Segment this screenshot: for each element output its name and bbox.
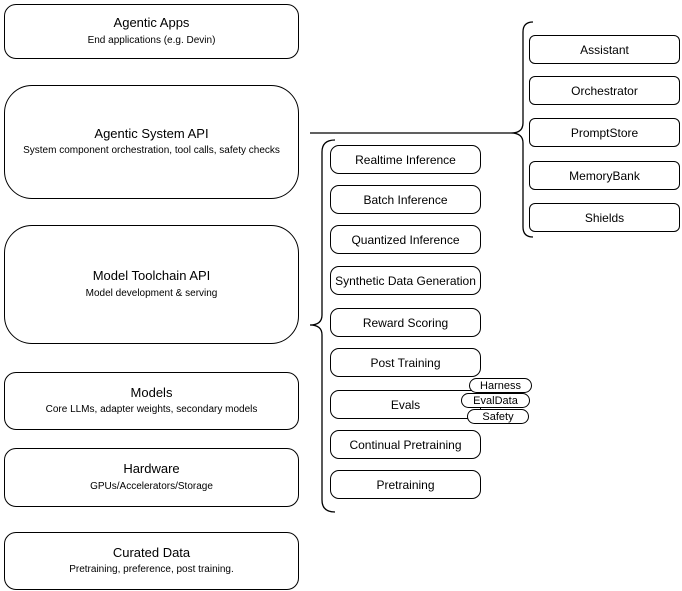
tag-safety: Safety [467, 409, 529, 424]
tag-harness: Harness [469, 378, 532, 393]
box-agentic-system-api: Agentic System API System component orch… [4, 85, 299, 199]
box-model-toolchain-api: Model Toolchain API Model development & … [4, 225, 299, 344]
box-agentic-apps-title: Agentic Apps [113, 15, 190, 31]
box-agentic-apps-subtitle: End applications (e.g. Devin) [87, 34, 216, 46]
box-agentic-apps: Agentic Apps End applications (e.g. Devi… [4, 4, 299, 59]
box-post-training: Post Training [330, 348, 481, 377]
box-synthetic-data-generation: Synthetic Data Generation [330, 266, 481, 295]
box-memorybank: MemoryBank [529, 161, 680, 190]
box-curated-data-subtitle: Pretraining, preference, post training. [69, 564, 234, 576]
tag-evaldata: EvalData [461, 393, 530, 408]
box-orchestrator: Orchestrator [529, 76, 680, 105]
box-models: Models Core LLMs, adapter weights, secon… [4, 372, 299, 430]
box-model-toolchain-api-title: Model Toolchain API [92, 268, 211, 284]
box-continual-pretraining: Continual Pretraining [330, 430, 481, 459]
box-evals: Evals [330, 390, 481, 419]
box-hardware-subtitle: GPUs/Accelerators/Storage [90, 480, 213, 492]
box-pretraining: Pretraining [330, 470, 481, 499]
box-realtime-inference: Realtime Inference [330, 145, 481, 174]
box-agentic-system-api-title: Agentic System API [94, 125, 209, 141]
box-model-toolchain-api-subtitle: Model development & serving [85, 287, 218, 299]
box-promptstore: PromptStore [529, 118, 680, 147]
box-quantized-inference: Quantized Inference [330, 225, 481, 254]
box-curated-data-title: Curated Data [112, 544, 191, 560]
box-batch-inference: Batch Inference [330, 185, 481, 214]
box-shields: Shields [529, 203, 680, 232]
box-hardware-title: Hardware [123, 461, 180, 477]
box-reward-scoring: Reward Scoring [330, 308, 481, 337]
box-assistant: Assistant [529, 35, 680, 64]
box-agentic-system-api-subtitle: System component orchestration, tool cal… [23, 145, 280, 157]
box-hardware: Hardware GPUs/Accelerators/Storage [4, 448, 299, 507]
box-models-subtitle: Core LLMs, adapter weights, secondary mo… [45, 404, 258, 416]
box-models-title: Models [130, 384, 173, 400]
box-curated-data: Curated Data Pretraining, preference, po… [4, 532, 299, 590]
